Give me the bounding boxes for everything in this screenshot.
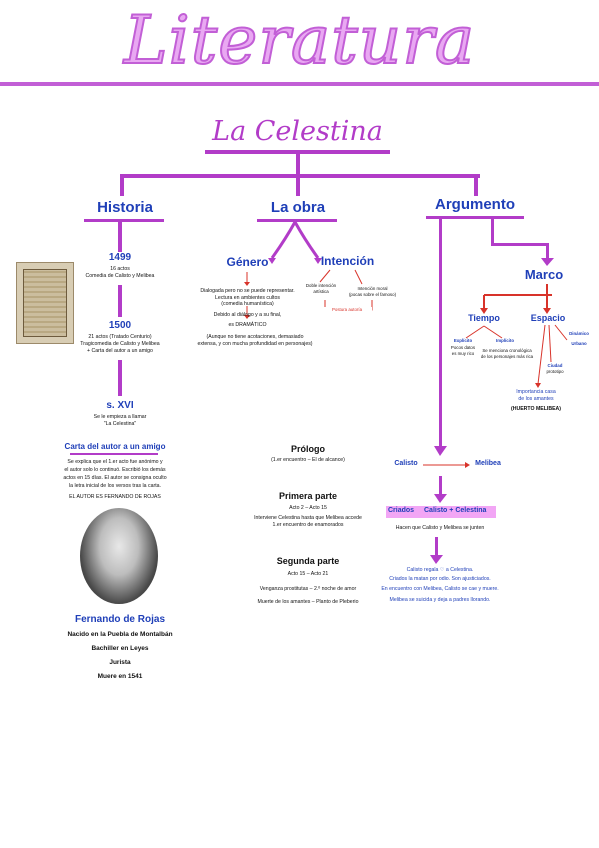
explicito-line2: es muy rico bbox=[451, 351, 475, 356]
primera-parte-line1: Acto 2 – Acto 15 bbox=[289, 505, 327, 511]
marco-heading: Marco bbox=[524, 267, 564, 282]
genero-line4: Debido al diálogo y a su final, bbox=[213, 312, 282, 318]
criados-line2: Hacen que Calisto y Melibea se junten bbox=[395, 525, 485, 531]
carta-title: Carta del autor a un amigo bbox=[64, 442, 166, 451]
urbano-label: Urbano bbox=[571, 341, 587, 346]
genero-line2: Lectura en ambientes cultos bbox=[215, 295, 280, 301]
espacio-line1: Importancia casa bbox=[516, 389, 556, 395]
melibea-label: Melibea bbox=[475, 460, 501, 467]
carta-line2: el autor solo lo continuó. Escribió los … bbox=[64, 467, 166, 473]
author-line2: Bachiller en Leyes bbox=[91, 645, 149, 652]
implicito-line2: de los personajes más rica bbox=[480, 354, 534, 359]
genero-line7: extensa, y con mucha profundidad en pers… bbox=[197, 341, 313, 347]
dinamico-label: Dinámico bbox=[569, 331, 589, 336]
explicito-heading: Explícito bbox=[453, 338, 473, 343]
book-cover-image bbox=[16, 262, 74, 344]
prologo-line1: (1.er encuentro – El de alcance) bbox=[271, 457, 345, 463]
century-xvi-line2: "La Celestina" bbox=[103, 421, 137, 427]
main-title: La Celestina bbox=[212, 116, 383, 147]
intencion-b-line2: (pocas sobre el famoso) bbox=[348, 292, 397, 297]
heading-la-obra: La obra bbox=[270, 199, 326, 216]
year-1500: 1500 bbox=[108, 320, 132, 331]
ending-line2: Criados la matan por odio. Son ajusticia… bbox=[389, 576, 491, 582]
genero-line6: (Aunque no tiene acotaciones, demasiado bbox=[206, 334, 304, 340]
year-1499-line2: Comedia de Calisto y Melibea bbox=[85, 273, 155, 279]
criados-label: Criados bbox=[388, 507, 415, 514]
implicito-line1: Se menciona cronológica bbox=[482, 348, 532, 353]
genero-line1: Dialogada pero no se puede representar. bbox=[200, 288, 295, 294]
espacio-line2: de los amantes bbox=[518, 396, 554, 402]
criados-highlight bbox=[386, 506, 496, 518]
primera-parte-line3: 1.er encuentro de enamorados bbox=[272, 522, 344, 528]
genero-line3: (comedia humanística) bbox=[221, 301, 274, 307]
author-line1: Nacido en la Puebla de Montalbán bbox=[67, 631, 173, 638]
prologo-heading: Prólogo bbox=[291, 444, 325, 454]
intencion-a-line2: artística bbox=[313, 289, 329, 294]
year-1499-line1: 16 actos bbox=[110, 266, 130, 272]
carta-line3: actos en 15 días. El autor se consigna o… bbox=[63, 475, 167, 481]
year-1500-line3: + Carta del autor a un amigo bbox=[87, 348, 153, 354]
espacio-heading: Espacio bbox=[530, 313, 566, 323]
segunda-parte-line3: Muerte de los amantes – Planto de Pleber… bbox=[257, 599, 359, 605]
author-portrait bbox=[80, 508, 158, 604]
ciudad-label: Ciudad bbox=[547, 363, 563, 368]
ending-line1: Calisto regala ♡ a Celestina. bbox=[406, 567, 474, 573]
year-1500-line1: 21 actos (Tratado Centurio) bbox=[88, 334, 152, 340]
intencion-b-line1: Intención moral bbox=[357, 286, 388, 291]
intencion-heading: Intención bbox=[320, 254, 375, 268]
tiempo-heading: Tiempo bbox=[468, 313, 500, 323]
author-name: Fernando de Rojas bbox=[74, 614, 165, 625]
genero-line5: es DRAMÁTICO bbox=[228, 322, 267, 328]
primera-parte-line2: Interviene Celestina hasta que Melibea a… bbox=[254, 515, 362, 521]
heading-argumento: Argumento bbox=[435, 196, 515, 213]
explicito-line1: Pocos datos bbox=[450, 345, 476, 350]
century-xvi: s. XVI bbox=[106, 400, 134, 411]
criados-line: Calisto + Celestina bbox=[424, 507, 487, 514]
implicito-heading: Implícito bbox=[495, 338, 515, 343]
segunda-parte-line2: Venganza prostitutas – 2.º noche de amor bbox=[259, 586, 357, 592]
century-xvi-line1: Se le empieza a llamar bbox=[93, 414, 147, 420]
carta-line5: EL AUTOR ES FERNANDO DE ROJAS bbox=[69, 494, 161, 500]
segunda-parte-heading: Segunda parte bbox=[276, 556, 340, 566]
espacio-line3: (HUERTO MELIBEA) bbox=[510, 406, 562, 412]
ciudad-line: prototipo bbox=[546, 369, 564, 374]
heading-historia: Historia bbox=[97, 199, 153, 216]
author-line3: Jurista bbox=[109, 659, 131, 666]
calisto-label: Calisto bbox=[394, 460, 418, 467]
author-line4: Muere en 1541 bbox=[97, 673, 143, 680]
ending-line3: En encuentro con Melibea, Calisto se cae… bbox=[381, 586, 499, 592]
carta-line4: la letra inicial de los versos tras la c… bbox=[69, 483, 161, 489]
genero-heading: Género bbox=[226, 255, 269, 269]
page-title: Literatura bbox=[123, 1, 476, 80]
intencion-a-line1: Doble intención bbox=[305, 283, 337, 288]
primera-parte-heading: Primera parte bbox=[278, 491, 338, 501]
year-1500-line2: Tragicomedia de Calisto y Melibea bbox=[80, 341, 160, 347]
ending-line4: Melibea se suicida y deja a padres llora… bbox=[389, 597, 491, 603]
carta-line1: Se explica que el 1.er acto fue anónimo … bbox=[67, 459, 163, 465]
segunda-parte-line1: Acto 15 – Acto 21 bbox=[287, 571, 329, 577]
intencion-c: Postura autoría bbox=[322, 307, 372, 313]
year-1499: 1499 bbox=[108, 252, 132, 263]
